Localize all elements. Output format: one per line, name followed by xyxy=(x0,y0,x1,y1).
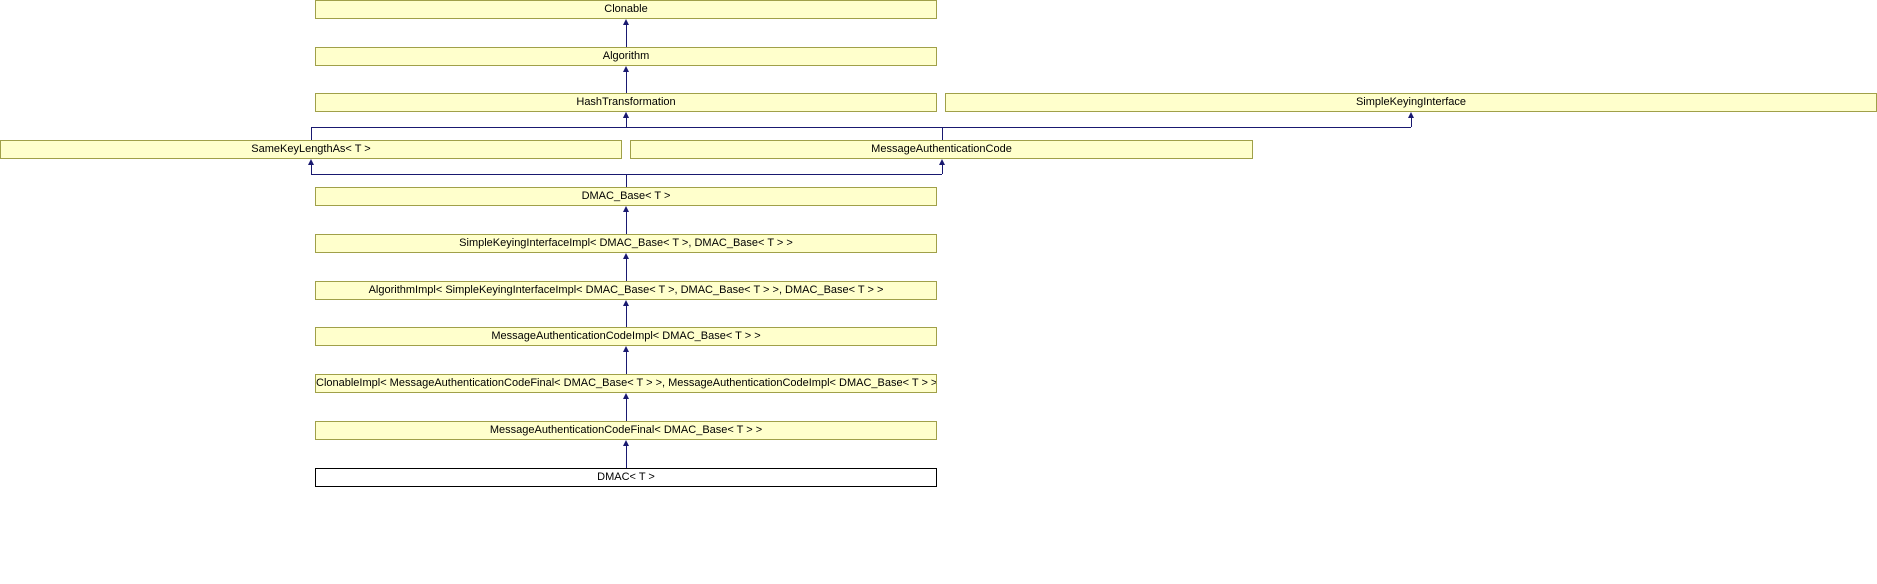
edge-mac-to-simplekeying-arrowhead xyxy=(1408,112,1414,118)
edge-skiimpl-to-dmacbase-arrowhead xyxy=(623,206,629,212)
class-node-macimpl[interactable]: MessageAuthenticationCodeImpl< DMAC_Base… xyxy=(315,327,937,346)
edge-hashtransform-to-algorithm-arrowhead xyxy=(623,66,629,72)
edge-dmacbase-to-mac-stem xyxy=(942,165,943,174)
edge-dmacbase-to-samekeylength-arrowhead xyxy=(308,159,314,165)
edge-mac-to-simplekeying-horiz xyxy=(942,127,1411,128)
edge-clonableimpl-to-macimpl-arrowhead xyxy=(623,346,629,352)
class-node-clonableimpl[interactable]: ClonableImpl< MessageAuthenticationCodeF… xyxy=(315,374,937,393)
edge-algorithm-to-clonable-arrowhead xyxy=(623,19,629,25)
edge-macimpl-to-algoimpl-arrowhead xyxy=(623,300,629,306)
class-node-mac[interactable]: MessageAuthenticationCode xyxy=(630,140,1253,159)
class-node-algoimpl[interactable]: AlgorithmImpl< SimpleKeyingInterfaceImpl… xyxy=(315,281,937,300)
class-node-dmacbase[interactable]: DMAC_Base< T > xyxy=(315,187,937,206)
class-node-skiimpl[interactable]: SimpleKeyingInterfaceImpl< DMAC_Base< T … xyxy=(315,234,937,253)
edge-samekeylength-to-hashtransform-drop xyxy=(311,127,312,140)
class-node-dmac: DMAC< T > xyxy=(315,468,937,487)
edge-dmacbase-to-mac-horiz xyxy=(626,174,942,175)
edge-dmac-to-macfinal xyxy=(626,446,627,468)
edge-algoimpl-to-skiimpl xyxy=(626,259,627,281)
edge-mac-to-hashtransform-arrowhead xyxy=(623,112,629,118)
class-node-algorithm[interactable]: Algorithm xyxy=(315,47,937,66)
class-node-clonable[interactable]: Clonable xyxy=(315,0,937,19)
edge-algorithm-to-clonable xyxy=(626,25,627,47)
class-node-samekeylength[interactable]: SameKeyLengthAs< T > xyxy=(0,140,622,159)
edge-dmacbase-to-mac-arrowhead xyxy=(939,159,945,165)
edge-dmacbase-to-samekeylength-stem xyxy=(311,165,312,174)
class-node-hashtransform[interactable]: HashTransformation xyxy=(315,93,937,112)
edge-macfinal-to-clonableimpl xyxy=(626,399,627,421)
edge-mac-to-simplekeying-drop xyxy=(942,127,943,140)
edge-mac-to-hashtransform-horiz xyxy=(626,127,942,128)
edge-mac-to-hashtransform-stem xyxy=(626,118,627,127)
edge-clonableimpl-to-macimpl xyxy=(626,352,627,374)
edge-skiimpl-to-dmacbase xyxy=(626,212,627,234)
edge-mac-to-simplekeying-stem xyxy=(1411,118,1412,127)
class-node-simplekeying[interactable]: SimpleKeyingInterface xyxy=(945,93,1877,112)
edge-hashtransform-to-algorithm xyxy=(626,72,627,93)
edge-dmacbase-to-mac-drop xyxy=(626,174,627,187)
edge-macimpl-to-algoimpl xyxy=(626,306,627,327)
edge-dmac-to-macfinal-arrowhead xyxy=(623,440,629,446)
edge-macfinal-to-clonableimpl-arrowhead xyxy=(623,393,629,399)
edge-dmacbase-to-samekeylength-horiz xyxy=(311,174,626,175)
edge-samekeylength-to-hashtransform-horiz xyxy=(311,127,626,128)
edge-algoimpl-to-skiimpl-arrowhead xyxy=(623,253,629,259)
class-node-macfinal[interactable]: MessageAuthenticationCodeFinal< DMAC_Bas… xyxy=(315,421,937,440)
